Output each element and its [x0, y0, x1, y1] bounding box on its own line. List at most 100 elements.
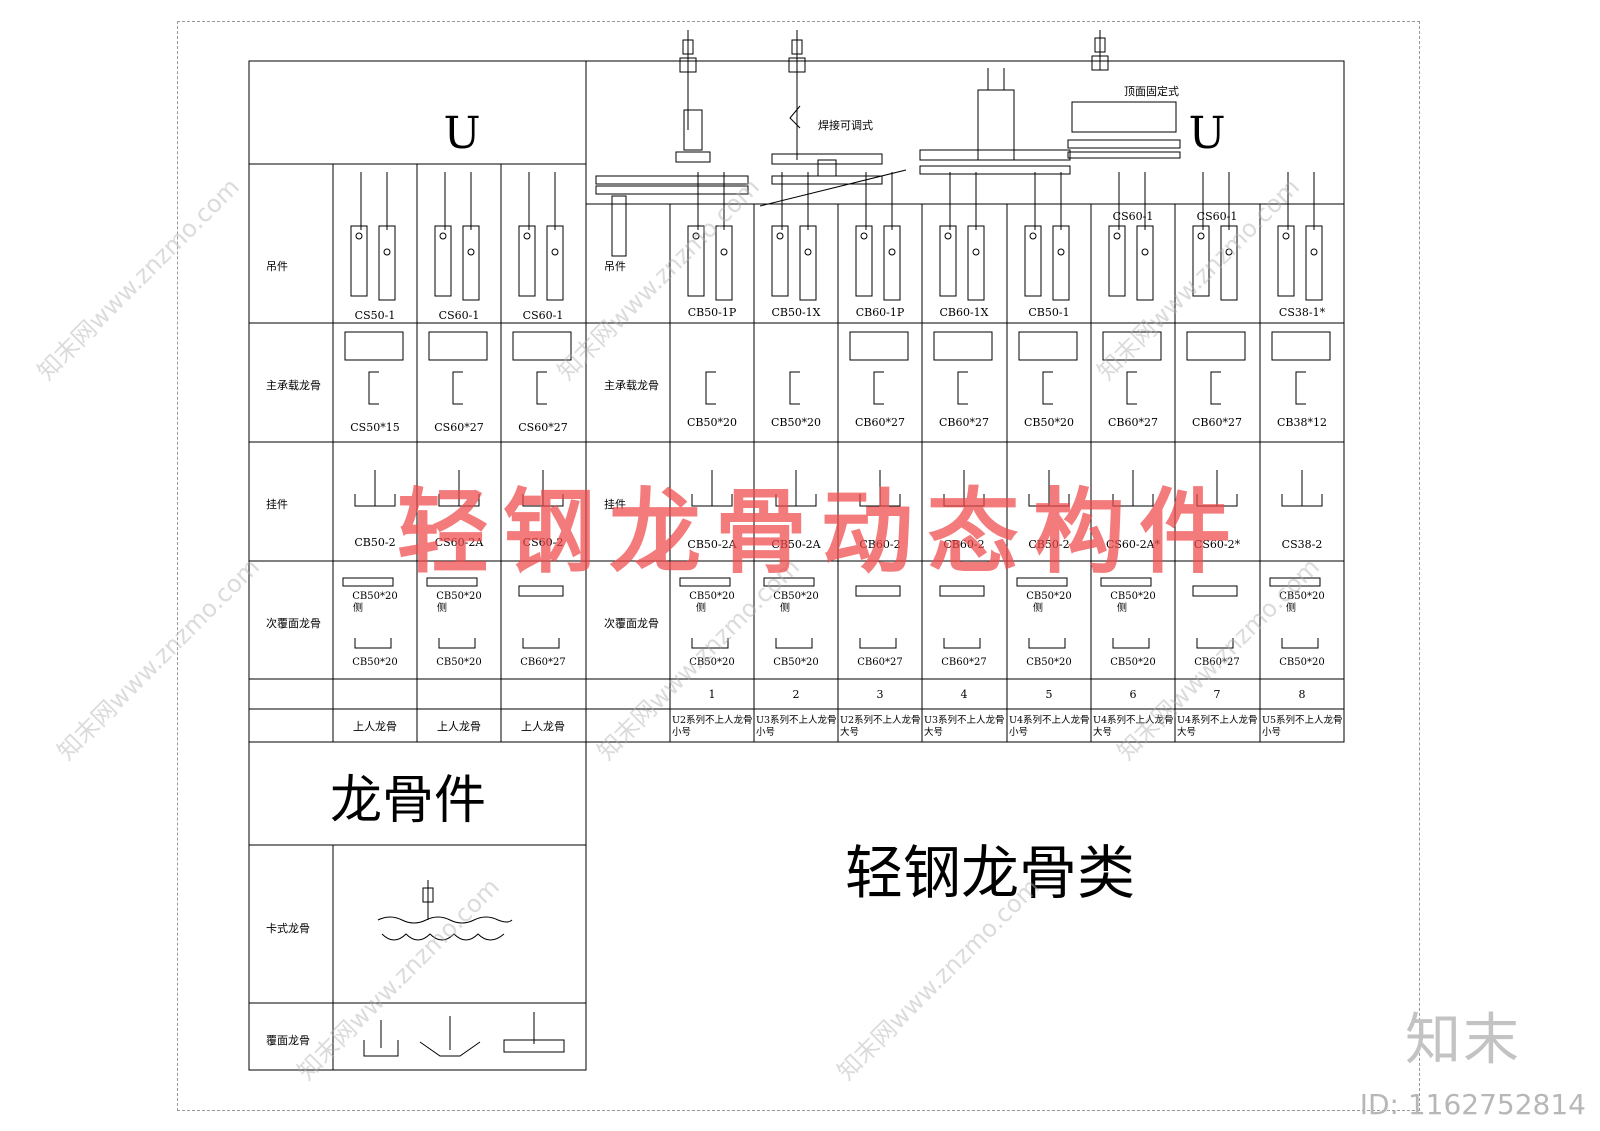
row-label-clip-right: 挂件: [604, 497, 626, 511]
table-grid: [248, 60, 1345, 1071]
right-col-size-5: 小号: [1009, 727, 1028, 738]
right-hanger-code-2: CB50-1X: [771, 306, 820, 319]
right-clip-sketch-4: [943, 470, 985, 507]
right-main-sketch-8: [1271, 331, 1331, 405]
right-col-size-3: 大号: [840, 726, 859, 738]
u-right-label: U: [1188, 108, 1225, 159]
right-sub-top-code-2: CB50*20: [773, 591, 818, 602]
right-hanger-code-8: CS38-1*: [1279, 306, 1326, 319]
right-col-series-3: U2系列不上人龙骨: [840, 714, 921, 726]
right-col-size-4: 大号: [924, 726, 943, 738]
main-title: 轻钢龙骨类: [845, 839, 1135, 907]
right-sub-bot-code-6: CB50*20: [1110, 657, 1155, 668]
left-col-label-3: 上人龙骨: [521, 720, 565, 733]
left-main-code-2: CS60*27: [434, 421, 483, 434]
right-clip-sketch-7: [1196, 470, 1238, 507]
right-main-code-7: CB60*27: [1192, 416, 1242, 429]
left-main-sketch-3: [512, 331, 572, 405]
right-main-code-2: CB50*20: [771, 416, 821, 429]
right-col-size-8: 小号: [1262, 727, 1281, 738]
right-main-sketch-2: [789, 371, 800, 405]
right-sub-top-code-6: CB50*20: [1110, 591, 1155, 602]
right-hanger-sketch-7: [1192, 172, 1238, 301]
right-clip-code-6: CS60-2A*: [1106, 538, 1161, 551]
row-label-clip-left: 挂件: [266, 497, 288, 511]
right-sub-bot-code-4: CB60*27: [941, 657, 986, 668]
left-main-code-3: CS60*27: [518, 421, 567, 434]
text-layer: U U 焊接可调式 顶面固定式 吊件 主承载龙骨 挂件 次覆面龙骨 吊件 主承载…: [266, 84, 1226, 1047]
right-clip-code-4: CB60-2: [943, 538, 984, 551]
u-left-label: U: [443, 108, 480, 159]
row-label-card: 卡式龙骨: [266, 922, 310, 935]
right-sub-bot-code-8: CB50*20: [1279, 657, 1324, 668]
left-hanger-code-1: CS50-1: [355, 309, 396, 322]
weld-label: 焊接可调式: [818, 118, 873, 132]
right-sub-sketch-6: [1100, 577, 1152, 649]
right-clip-code-7: CS60-2*: [1194, 538, 1241, 551]
left-hanger-sketch-2: [434, 172, 480, 301]
left-hanger-sketch-3: [518, 172, 564, 301]
right-col-series-4: U3系列不上人龙骨: [924, 714, 1005, 726]
right-sub-bot-code-5: CB50*20: [1026, 657, 1071, 668]
right-col-number-2: 2: [793, 688, 800, 701]
right-main-sketch-1: [705, 371, 716, 405]
right-clip-sketch-5: [1028, 470, 1070, 507]
row-label-main-left: 主承载龙骨: [266, 379, 321, 392]
left-clip-code-2: CS60-2A: [435, 536, 485, 549]
right-sub-side-8: 侧: [1286, 601, 1296, 614]
right-main-code-6: CB60*27: [1108, 416, 1158, 429]
sheet-frame: [177, 21, 1420, 1111]
right-col-number-7: 7: [1214, 688, 1221, 701]
left-clip-code-1: CB50-2: [354, 536, 395, 549]
right-col-number-8: 8: [1299, 688, 1306, 701]
right-col-series-1: U2系列不上人龙骨: [672, 714, 753, 726]
left-sub-bot-code-2: CB50*20: [436, 657, 481, 668]
right-main-code-3: CB60*27: [855, 416, 905, 429]
right-main-sketch-7: [1186, 331, 1246, 405]
right-hanger-sketch-6: [1108, 172, 1154, 301]
right-col-size-1: 小号: [672, 727, 691, 738]
right-clip-sketch-2: [775, 470, 817, 507]
right-main-code-1: CB50*20: [687, 416, 737, 429]
left-col-label-2: 上人龙骨: [437, 720, 481, 733]
right-hanger-top-code-6: CS60-1: [1113, 210, 1154, 223]
right-clip-sketch-6: [1112, 470, 1154, 507]
right-main-sketch-4: [933, 331, 993, 405]
watermark-logo: 知末: [1405, 1008, 1521, 1073]
right-hanger-sketch-3: [855, 172, 901, 301]
right-clip-sketch-8: [1281, 470, 1323, 507]
right-sub-side-1: 侧: [696, 601, 706, 614]
right-sub-sketch-8: [1269, 577, 1321, 649]
right-clip-code-3: CB60-2: [859, 538, 900, 551]
left-sub-sketch-3: [518, 585, 564, 649]
left-sub-side-2: 侧: [437, 601, 447, 614]
right-sub-bot-code-3: CB60*27: [857, 657, 902, 668]
left-col-label-1: 上人龙骨: [353, 720, 397, 733]
cell-layer: CS50-1CS50*15CB50-2CB50*20侧CB50*20上人龙骨CS…: [342, 172, 1343, 738]
right-col-size-7: 大号: [1177, 726, 1196, 738]
left-main-sketch-1: [344, 331, 404, 405]
right-sub-sketch-7: [1192, 585, 1238, 649]
right-hanger-sketch-2: [771, 172, 817, 301]
right-sub-top-code-8: CB50*20: [1279, 591, 1324, 602]
right-hanger-top-code-7: CS60-1: [1197, 210, 1238, 223]
right-hanger-sketch-4: [939, 172, 985, 301]
right-hanger-sketch-8: [1277, 172, 1323, 301]
right-clip-code-8: CS38-2: [1282, 538, 1323, 551]
left-main-sketch-2: [428, 331, 488, 405]
right-hanger-code-3: CB60-1P: [856, 306, 905, 319]
right-sub-bot-code-1: CB50*20: [689, 657, 734, 668]
row-label-hanger-left: 吊件: [266, 260, 288, 273]
right-col-series-2: U3系列不上人龙骨: [756, 714, 837, 726]
right-sub-sketch-2: [763, 577, 815, 649]
left-sub-sketch-2: [426, 577, 478, 649]
left-sub-sketch-1: [342, 577, 394, 649]
right-sub-sketch-1: [679, 577, 731, 649]
right-col-number-3: 3: [877, 688, 884, 701]
watermark-banner: 轻钢龙骨动态构件: [396, 478, 1245, 586]
left-sub-top-code-1: CB50*20: [352, 591, 397, 602]
right-sub-sketch-5: [1016, 577, 1068, 649]
right-col-number-1: 1: [709, 688, 716, 701]
row-label-main-right: 主承载龙骨: [604, 379, 659, 392]
